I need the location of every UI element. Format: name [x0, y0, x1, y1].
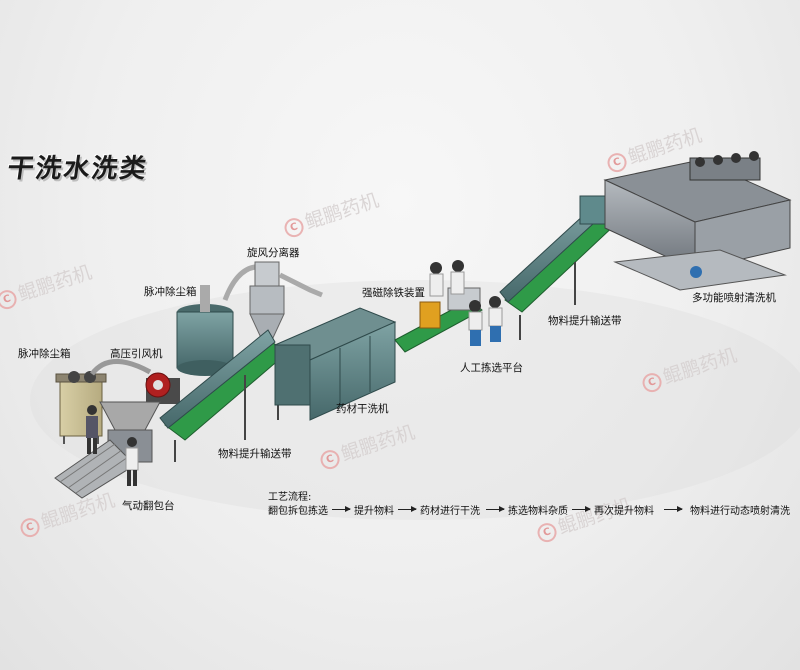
label-conveyor-right: 物料提升输送带	[548, 315, 622, 327]
label-dust-box-left: 脉冲除尘箱	[18, 348, 71, 360]
process-step: 再次提升物料	[594, 506, 654, 517]
label-conveyor-left: 物料提升输送带	[218, 448, 292, 460]
magnetic-iron-remover	[394, 287, 483, 353]
multi-function-washer	[603, 151, 792, 291]
label-cyclone: 旋风分离器	[247, 247, 300, 259]
operator-figure	[468, 300, 483, 346]
operator-figure	[429, 262, 444, 297]
logo-icon: C	[0, 287, 20, 312]
process-step: 翻包拆包拣选	[268, 506, 328, 517]
label-multi-function-washer: 多功能喷射清洗机	[692, 292, 776, 304]
arrow-icon	[398, 506, 417, 512]
label-dry-washer: 药材干洗机	[336, 403, 389, 415]
conveyor-right	[499, 195, 619, 340]
arrow-icon	[664, 506, 683, 512]
label-high-pressure-fan: 高压引风机	[110, 348, 163, 360]
page-title: 干洗水洗类	[5, 154, 150, 184]
process-step: 提升物料	[354, 506, 394, 517]
cyclone-separator	[222, 261, 323, 341]
dry-washer	[273, 307, 397, 421]
pulse-dust-box-left	[55, 371, 107, 444]
arrow-icon	[332, 506, 351, 512]
process-step: 物料进行动态喷射清洗	[690, 506, 790, 517]
label-dust-box-center: 脉冲除尘箱	[144, 286, 197, 298]
high-pressure-fan	[145, 372, 180, 404]
arrow-icon	[486, 506, 505, 512]
label-magnetic-iron-remover: 强磁除铁装置	[362, 287, 425, 299]
label-manual-picking-platform: 人工拣选平台	[460, 362, 523, 374]
operator-figure	[125, 437, 139, 486]
process-title: 工艺流程:	[268, 492, 312, 503]
arrow-icon	[572, 506, 591, 512]
process-step: 药材进行干洗	[420, 506, 480, 517]
operator-figure	[488, 296, 503, 342]
operator-figure	[450, 260, 465, 295]
process-step: 拣选物料杂质	[508, 506, 568, 517]
operator-figure	[86, 405, 98, 454]
label-pneumatic-bag-tipper: 气动翻包台	[122, 500, 175, 512]
